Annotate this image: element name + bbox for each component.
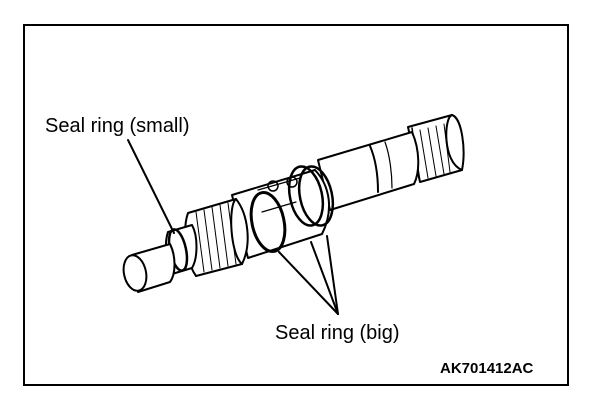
front-journal bbox=[122, 243, 176, 293]
label-seal-ring-small: Seal ring (small) bbox=[45, 115, 190, 137]
shaft-body bbox=[317, 131, 420, 211]
middle-spline bbox=[184, 198, 249, 277]
leader-big-1 bbox=[278, 251, 339, 315]
leader-big-2 bbox=[310, 241, 339, 315]
leader-big-3 bbox=[326, 235, 339, 315]
seal-ring-big-group bbox=[231, 165, 335, 259]
leader-small bbox=[127, 139, 175, 234]
leader-lines bbox=[127, 139, 339, 315]
label-seal-ring-big: Seal ring (big) bbox=[275, 322, 400, 344]
figure-code: AK701412AC bbox=[440, 360, 534, 377]
